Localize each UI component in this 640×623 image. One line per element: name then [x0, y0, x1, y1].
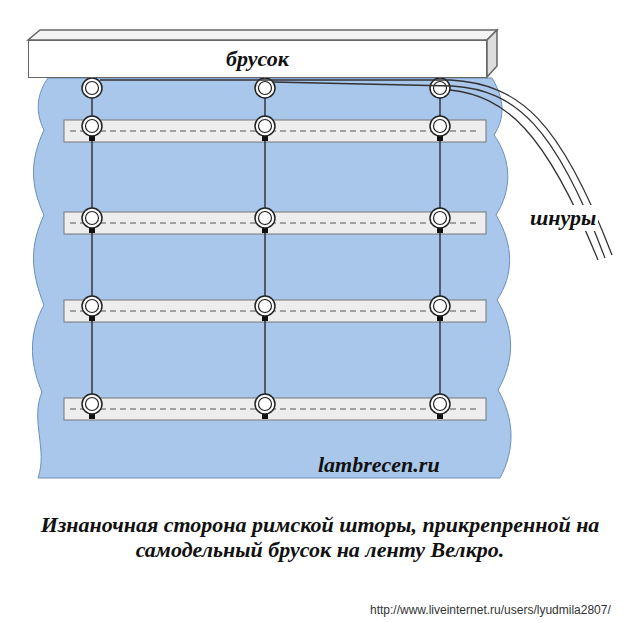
ring-inner [434, 300, 447, 313]
ring [255, 394, 275, 414]
stitch-line [70, 131, 480, 132]
ring-inner [434, 120, 447, 133]
ring-inner [434, 82, 447, 95]
ring-inner [86, 120, 99, 133]
cords-label: шнуры [528, 205, 598, 231]
ring [82, 296, 102, 316]
ring [82, 78, 102, 98]
ring [430, 116, 450, 136]
stitch-line [70, 311, 480, 312]
ring [430, 296, 450, 316]
ring-inner [434, 212, 447, 225]
node-text: брусок [226, 46, 289, 72]
ring-inner [259, 212, 272, 225]
ring-inner [86, 212, 99, 225]
ring [430, 78, 450, 98]
ring [255, 296, 275, 316]
watermark: http://www.liveinternet.ru/users/lyudmil… [370, 603, 611, 617]
ring [430, 394, 450, 414]
ring [255, 78, 275, 98]
ring [255, 116, 275, 136]
ring [82, 394, 102, 414]
ring-inner [434, 398, 447, 411]
ring-inner [259, 120, 272, 133]
caption: Изнаночная сторона римской шторы, прикре… [30, 512, 610, 562]
bar-top [28, 30, 497, 40]
stitch-line [70, 409, 480, 410]
wooden-bar: брусок [28, 40, 487, 78]
ring-inner [259, 398, 272, 411]
bar-end [487, 30, 497, 77]
ring-inner [86, 300, 99, 313]
ring [255, 208, 275, 228]
ring-inner [259, 82, 272, 95]
ring [82, 116, 102, 136]
ring-inner [259, 300, 272, 313]
ring-inner [86, 82, 99, 95]
ring [430, 208, 450, 228]
ring-inner [86, 398, 99, 411]
site-label: lambrecen.ru [318, 452, 440, 478]
stitch-line [70, 223, 480, 224]
pull-cords [100, 80, 612, 260]
fabric [32, 78, 511, 478]
ring [82, 208, 102, 228]
